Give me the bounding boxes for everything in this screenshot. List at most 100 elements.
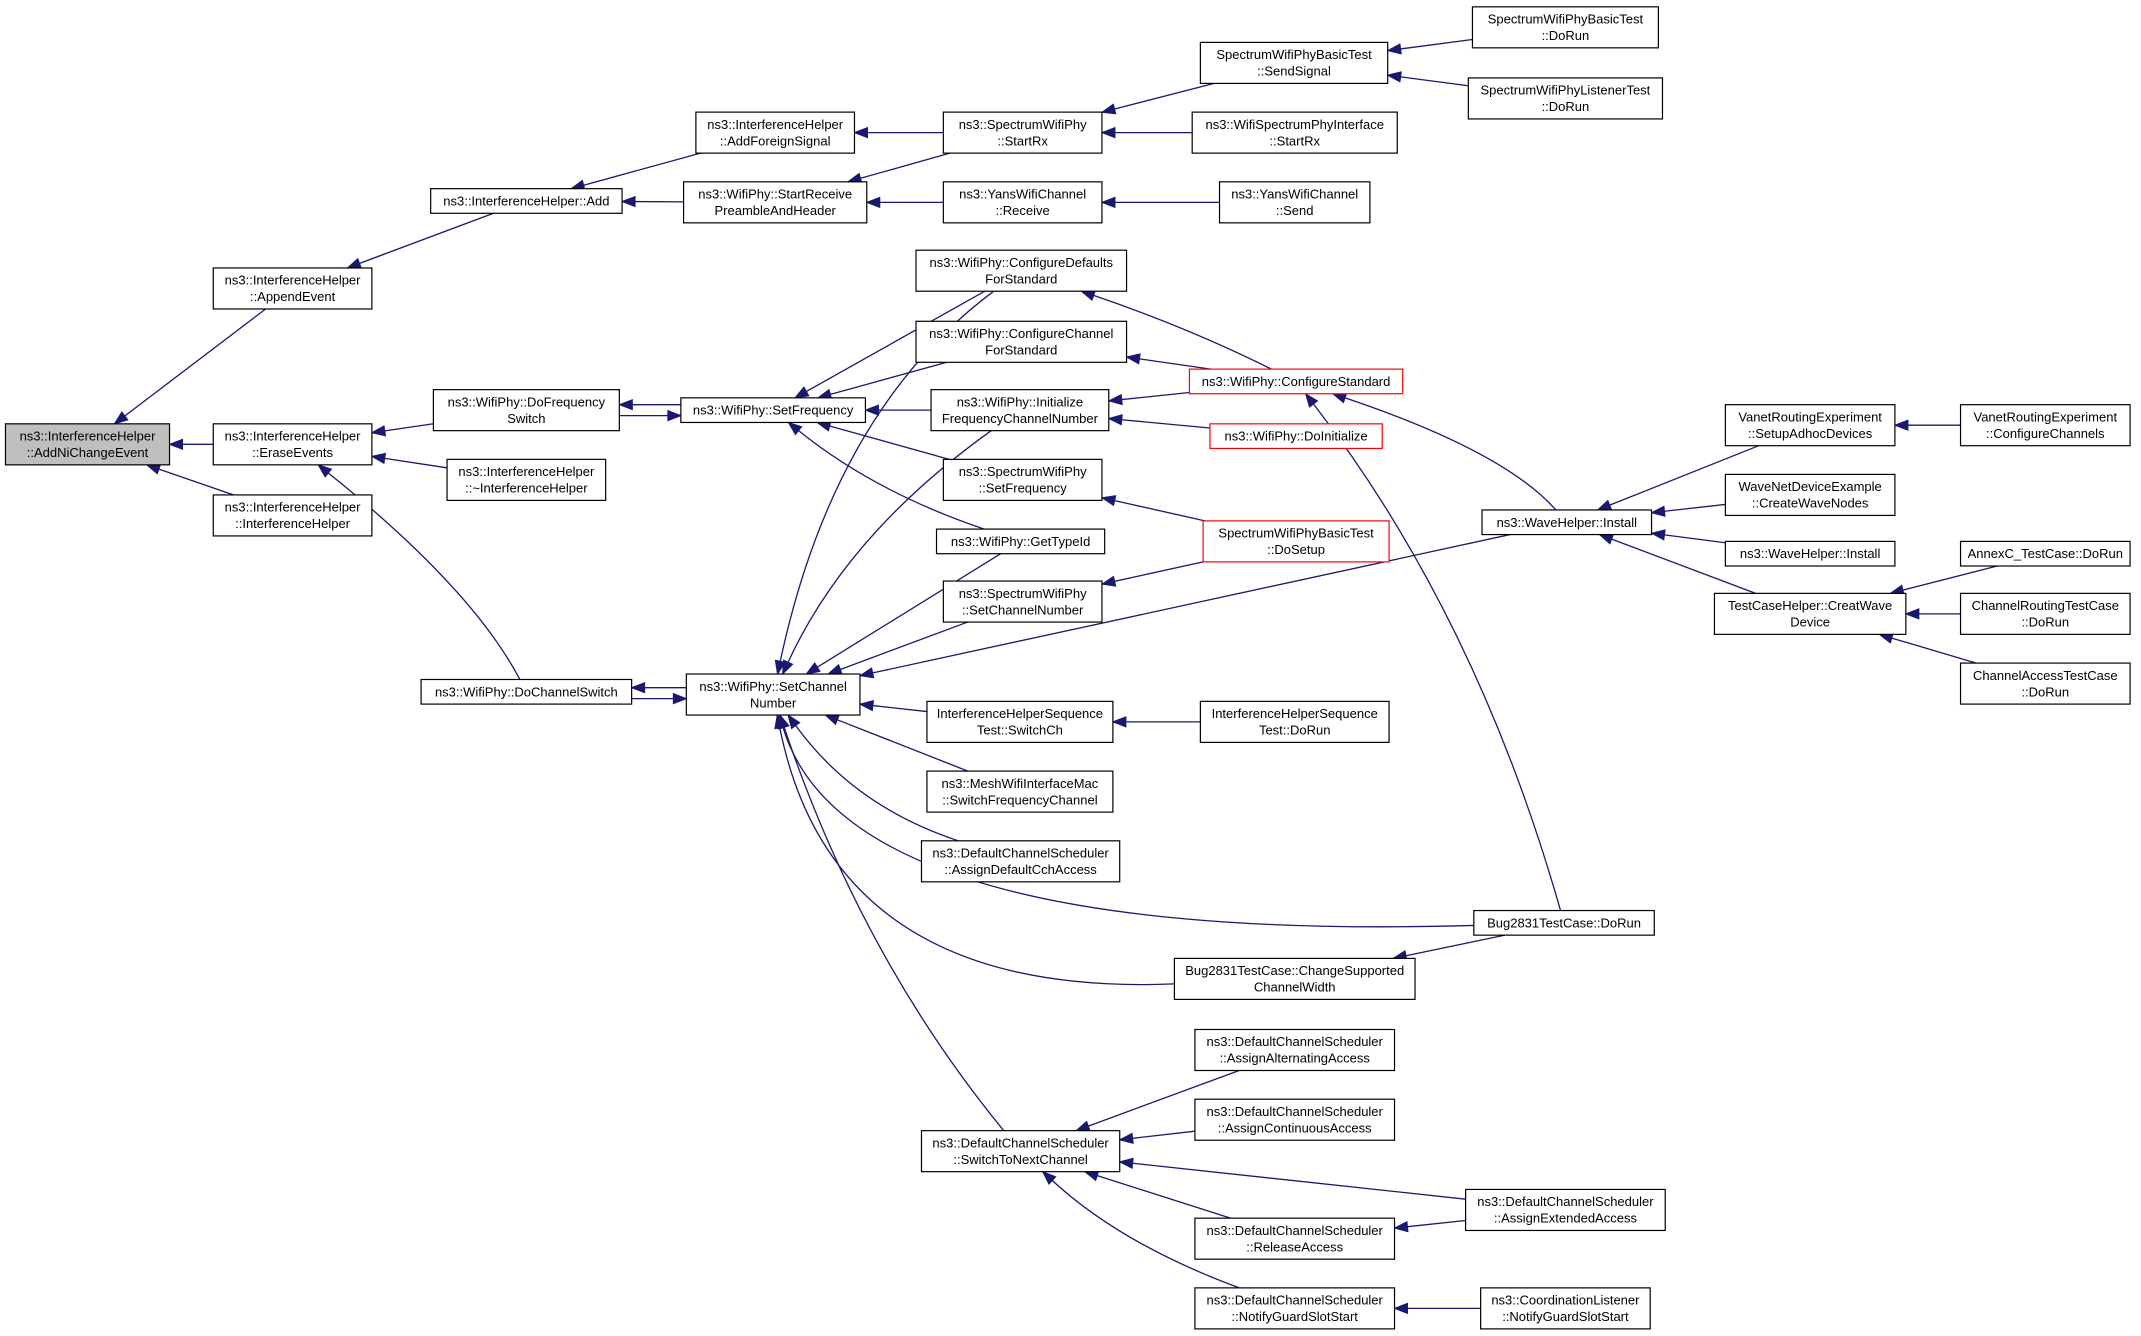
node-wsistartrx[interactable]: ns3::WifiSpectrumPhyInterface::StartRx — [1191, 111, 1398, 154]
node-wavenet[interactable]: WaveNetDeviceExample::CreateWaveNodes — [1724, 473, 1896, 517]
node-box — [1959, 540, 2131, 567]
node-box — [212, 267, 373, 310]
node-label: ns3::SpectrumWifiPhy — [959, 464, 1087, 479]
node-assigncch[interactable]: ns3::DefaultChannelScheduler::AssignDefa… — [920, 840, 1121, 883]
node-coordguard[interactable]: ns3::CoordinationListener::NotifyGuardSl… — [1480, 1287, 1651, 1330]
node-yansrecv[interactable]: ns3::YansWifiChannel::Receive — [942, 181, 1103, 224]
node-label: ChannelRoutingTestCase — [1972, 598, 2119, 613]
node-waveinstall2[interactable]: ns3::WaveHelper::Install — [1724, 540, 1896, 567]
node-gettypeid[interactable]: ns3::WifiPhy::GetTypeId — [935, 528, 1106, 555]
arrowhead-vanetcfg-to-vanetsetup — [1893, 419, 1909, 431]
node-initfreq[interactable]: ns3::WifiPhy::InitializeFrequencyChannel… — [930, 389, 1110, 432]
node-label: ForStandard — [985, 343, 1057, 358]
node-label: ns3::CoordinationListener — [1491, 1293, 1640, 1308]
node-box — [926, 700, 1114, 743]
node-chanaccess[interactable]: ChannelAccessTestCase::DoRun — [1959, 662, 2131, 705]
edge-ihctor-to-root — [158, 468, 234, 496]
arrowhead-specstartrx-to-addforeign — [853, 126, 868, 139]
node-specsetfreq[interactable]: ns3::SpectrumWifiPhy::SetFrequency — [942, 458, 1103, 501]
arrowhead-sendsignal-to-specstartrx — [1100, 103, 1117, 115]
node-label: ns3::DefaultChannelScheduler — [1207, 1104, 1384, 1119]
node-box — [1218, 181, 1371, 224]
node-box — [942, 111, 1103, 154]
arrowhead-assignext-to-release — [1393, 1220, 1409, 1233]
arrowhead-ihsdorun-to-ihsswitch — [1111, 716, 1127, 728]
node-bugdorun[interactable]: Bug2831TestCase::DoRun — [1473, 909, 1655, 936]
node-ihdtor[interactable]: ns3::InterferenceHelper::~InterferenceHe… — [446, 458, 607, 501]
node-label: ChannelWidth — [1254, 980, 1336, 995]
node-guardslot[interactable]: ns3::DefaultChannelScheduler::NotifyGuar… — [1194, 1287, 1396, 1330]
node-startrecv[interactable]: ns3::WifiPhy::StartReceivePreambleAndHea… — [682, 181, 868, 224]
node-assignalt[interactable]: ns3::DefaultChannelScheduler::AssignAlte… — [1194, 1028, 1396, 1072]
node-label: ::AssignContinuousAccess — [1218, 1120, 1372, 1135]
node-label: Device — [1790, 615, 1830, 630]
node-sendsignal[interactable]: SpectrumWifiPhyBasicTest::SendSignal — [1199, 41, 1389, 84]
node-root[interactable]: ns3::InterferenceHelper::AddNiChangeEven… — [4, 423, 171, 466]
arrowhead-cfgdefaults-to-setfreq — [793, 386, 810, 399]
node-label: ::SwitchFrequencyChannel — [942, 792, 1097, 807]
node-basicdorun[interactable]: SpectrumWifiPhyBasicTest::DoRun — [1471, 6, 1659, 49]
node-box — [1194, 1098, 1396, 1141]
node-listenerdorun[interactable]: SpectrumWifiPhyListenerTest::DoRun — [1467, 77, 1664, 120]
node-vanetsetup[interactable]: VanetRoutingExperiment::SetupAdhocDevice… — [1724, 404, 1896, 447]
node-ihctor[interactable]: ns3::InterferenceHelper::InterferenceHel… — [212, 494, 373, 537]
node-box — [942, 458, 1103, 501]
edge-bugdorun-to-cfgstd — [1313, 403, 1562, 911]
edge-dofreqswitch-to-erase — [384, 423, 434, 432]
node-box — [1209, 423, 1383, 450]
node-setfreq[interactable]: ns3::WifiPhy::SetFrequency — [680, 397, 867, 424]
node-append[interactable]: ns3::InterferenceHelper::AppendEvent — [212, 267, 373, 310]
node-setchan[interactable]: ns3::WifiPhy::SetChannelNumber — [685, 673, 861, 716]
node-box — [1959, 592, 2131, 635]
node-cfgchannel[interactable]: ns3::WifiPhy::ConfigureChannelForStandar… — [915, 320, 1128, 363]
node-label: ::AddForeignSignal — [720, 133, 831, 148]
node-label: ::~InterferenceHelper — [465, 481, 588, 496]
node-specsetchan[interactable]: ns3::SpectrumWifiPhy::SetChannelNumber — [942, 580, 1103, 623]
node-add[interactable]: ns3::InterferenceHelper::Add — [430, 188, 623, 214]
node-label: FrequencyChannelNumber — [942, 411, 1099, 426]
node-erase[interactable]: ns3::InterferenceHelper::EraseEvents — [212, 423, 373, 466]
node-label: ::StartRx — [997, 133, 1048, 148]
node-meshswitch[interactable]: ns3::MeshWifiInterfaceMac::SwitchFrequen… — [926, 770, 1114, 813]
node-label: ns3::SpectrumWifiPhy — [959, 117, 1087, 132]
node-switchnext[interactable]: ns3::DefaultChannelScheduler::SwitchToNe… — [920, 1130, 1121, 1173]
node-bugchange[interactable]: Bug2831TestCase::ChangeSupportedChannelW… — [1173, 957, 1416, 1001]
arrowhead-yanssend-to-yansrecv — [1100, 196, 1116, 209]
node-dosetup[interactable]: SpectrumWifiPhyBasicTest::DoSetup — [1202, 520, 1390, 563]
edge-listenerdorun-to-sendsignal — [1400, 76, 1469, 87]
node-annexc[interactable]: AnnexC_TestCase::DoRun — [1959, 540, 2131, 567]
node-assignext[interactable]: ns3::DefaultChannelScheduler::AssignExte… — [1465, 1188, 1666, 1232]
node-yanssend[interactable]: ns3::YansWifiChannel::Send — [1218, 181, 1371, 224]
node-cfgdefaults[interactable]: ns3::WifiPhy::ConfigureDefaultsForStanda… — [915, 249, 1128, 292]
arrowhead-assignalt-to-switchnext — [1074, 1120, 1091, 1132]
node-label: ns3::WifiPhy::GetTypeId — [951, 534, 1090, 549]
node-label: ::CreateWaveNodes — [1752, 496, 1869, 511]
node-specstartrx[interactable]: ns3::SpectrumWifiPhy::StartRx — [942, 111, 1103, 154]
arrowhead-ihctor-to-root — [145, 463, 162, 475]
node-label: ns3::DefaultChannelScheduler — [1207, 1034, 1384, 1049]
node-label: ns3::WifiPhy::SetFrequency — [693, 403, 854, 418]
node-label: ns3::MeshWifiInterfaceMac — [942, 776, 1099, 791]
arrowhead-specsetchan-to-setchan — [826, 663, 843, 675]
node-dochanswitch[interactable]: ns3::WifiPhy::DoChannelSwitch — [420, 678, 633, 705]
edge-tchelper-to-waveinstall — [1611, 538, 1756, 594]
node-label: ns3::DefaultChannelScheduler — [932, 846, 1109, 861]
node-addforeign[interactable]: ns3::InterferenceHelper::AddForeignSigna… — [695, 111, 856, 154]
node-waveinstall[interactable]: ns3::WaveHelper::Install — [1481, 509, 1653, 536]
node-chanrouting[interactable]: ChannelRoutingTestCase::DoRun — [1959, 592, 2131, 635]
arrowhead-release-to-switchnext — [1083, 1170, 1100, 1182]
node-box — [1199, 700, 1390, 743]
node-assigncont[interactable]: ns3::DefaultChannelScheduler::AssignCont… — [1194, 1098, 1396, 1141]
node-label: ::ReleaseAccess — [1246, 1239, 1343, 1254]
node-vanetcfg[interactable]: VanetRoutingExperiment::ConfigureChannel… — [1959, 404, 2131, 447]
node-cfgstd[interactable]: ns3::WifiPhy::ConfigureStandard — [1188, 368, 1404, 395]
arrowhead-vanetsetup-to-waveinstall — [1596, 499, 1613, 511]
node-box — [212, 494, 373, 537]
node-release[interactable]: ns3::DefaultChannelScheduler::ReleaseAcc… — [1194, 1217, 1396, 1260]
node-doinit[interactable]: ns3::WifiPhy::DoInitialize — [1209, 423, 1383, 450]
edge-ihsswitch-to-setchan — [872, 704, 928, 713]
